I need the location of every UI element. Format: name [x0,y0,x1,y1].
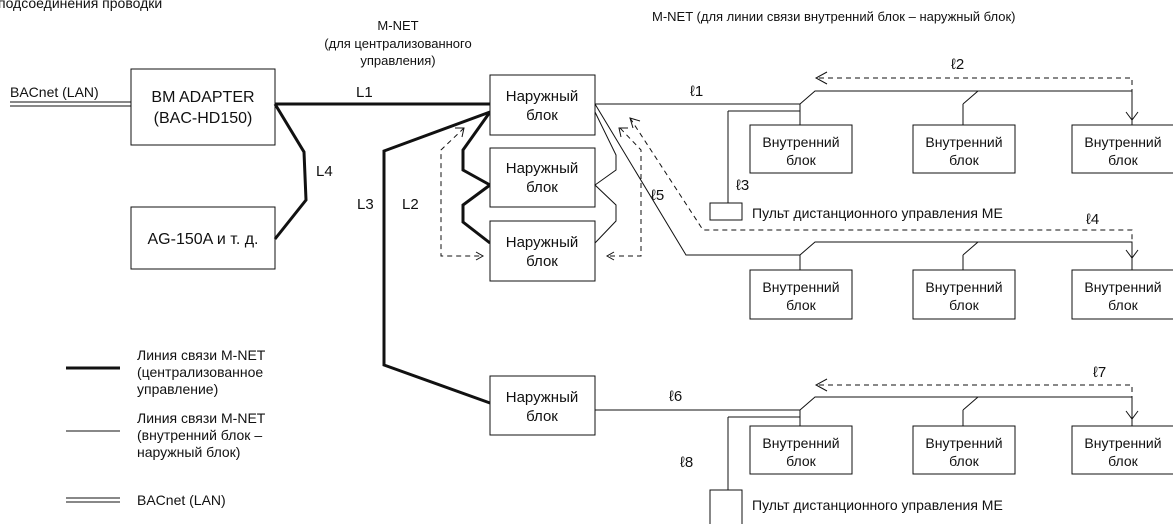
bacnet-lan-line [10,101,131,107]
indoor-unit-lower-3-line2: блок [1108,453,1139,469]
indoor-unit-middle-2-line1: Внутренний [925,279,1002,295]
remote-controller-upper-label: Пульт дистанционного управления ME [752,205,1003,221]
legend-indoor-outdoor-line3: наружный блок) [137,444,240,460]
legend-central-line2: (централизованное [137,364,263,380]
l2-dashed-arrows [440,127,485,261]
remote-controller-lower-label: Пульт дистанционного управления ME [752,497,1003,513]
ag150a-box: AG-150A и т. д. [130,206,276,270]
indoor-unit-middle-2-line2: блок [949,297,980,313]
outdoor-unit-3-label-line2: блок [526,253,558,270]
legend-indoor-outdoor-line2: (внутренний блок – [137,427,262,443]
mnet-central-title-line1: M-NET [377,18,418,33]
indoor-unit-lower-1: Внутренний блок [749,425,853,475]
indoor-unit-upper-1: Внутренний блок [749,124,853,174]
line-label-l7: ℓ7 [1093,364,1106,381]
outdoor-unit-1-label-line2: блок [526,107,558,124]
line-label-l1: ℓ1 [690,83,703,100]
l7-dashed-arrow [814,378,1139,420]
legend-central-line1: Линия связи M-NET [137,347,266,363]
legend-bacnet-label: BACnet (LAN) [137,492,226,508]
legend: Линия связи M-NET (централизованное упра… [66,347,266,508]
mnet-central-title-line2: (для централизованного [324,36,471,51]
indoor-unit-lower-1-line2: блок [786,453,817,469]
indoor-unit-middle-2: Внутренний блок [912,269,1016,320]
indoor-unit-upper-1-line2: блок [786,152,817,168]
line-label-l3: ℓ3 [736,177,749,194]
bm-adapter-label-line2: (BAC-HD150) [154,110,253,127]
indoor-unit-middle-3-line1: Внутренний [1084,279,1161,295]
outdoor-unit-2: Наружный блок [489,147,596,208]
bacnet-lan-label: BACnet (LAN) [10,84,99,100]
bm-adapter-label-line1: BM ADAPTER [151,89,254,106]
outdoor-unit-1-label-line1: Наружный [506,88,579,105]
line-label-l2: ℓ2 [951,56,964,73]
line-label-L1: L1 [356,84,373,101]
line-label-L4: L4 [316,163,333,180]
outdoor-unit-3: Наружный блок [489,220,596,282]
ag150a-label: AG-150A и т. д. [148,231,259,248]
indoor-unit-upper-3-line2: блок [1108,152,1139,168]
indoor-unit-upper-1-line1: Внутренний [762,134,839,150]
indoor-unit-upper-2: Внутренний блок [912,124,1016,174]
indoor-unit-lower-2: Внутренний блок [912,425,1016,475]
mnet-outdoor-title: M-NET (для линии связи внутренний блок –… [652,9,1016,24]
bm-adapter-box: BM ADAPTER (BAC-HD150) [130,68,276,146]
line-label-l5: ℓ5 [651,187,664,204]
indoor-unit-middle-1: Внутренний блок [749,269,853,320]
l1-line [595,90,1133,203]
indoor-unit-lower-1-line1: Внутренний [762,435,839,451]
indoor-unit-upper-3-line1: Внутренний [1084,134,1161,150]
l4-dashed-arrow [629,117,1139,259]
indoor-unit-lower-2-line2: блок [949,453,980,469]
outdoor-unit-2-label-line2: блок [526,179,558,196]
mnet-central-title-line3: управления) [360,53,435,68]
l6-line [595,396,1133,490]
line-label-L3: L3 [357,196,374,213]
indoor-unit-middle-3: Внутренний блок [1071,269,1173,320]
indoor-unit-middle-3-line2: блок [1108,297,1139,313]
l2-dashed-arrow [814,71,1139,121]
line-label-l8: ℓ8 [680,454,693,471]
line-label-l4: ℓ4 [1086,211,1099,228]
central-mnet-lines [273,102,493,405]
l5-dashed-arrows [605,127,642,261]
line-label-L2: L2 [402,196,419,213]
outdoor-unit-1: Наружный блок [489,74,596,136]
legend-indoor-outdoor-line1: Линия связи M-NET [137,410,266,426]
indoor-unit-upper-3: Внутренний блок [1071,124,1173,174]
outdoor-unit-4-label-line1: Наружный [506,389,579,406]
indoor-unit-lower-3-line1: Внутренний [1084,435,1161,451]
indoor-unit-upper-2-line2: блок [949,152,980,168]
indoor-unit-lower-3: Внутренний блок [1071,425,1173,475]
mnet-central-title: M-NET (для централизованного управления) [324,18,471,68]
indoor-unit-middle-1-line2: блок [786,297,817,313]
outdoor-unit-3-label-line1: Наружный [506,234,579,251]
remote-controller-upper: Пульт дистанционного управления ME [709,202,1003,221]
diagram-title: подсоединения проводки [0,0,162,11]
indoor-unit-middle-1-line1: Внутренний [762,279,839,295]
line-label-l6: ℓ6 [669,388,682,405]
indoor-unit-upper-2-line1: Внутренний [925,134,1002,150]
outdoor-unit-4-label-line2: блок [526,408,558,425]
remote-controller-lower: Пульт дистанционного управления ME [709,489,1003,524]
outdoor-interlink-lines [594,111,617,244]
indoor-unit-lower-2-line1: Внутренний [925,435,1002,451]
outdoor-unit-4: Наружный блок [489,375,596,436]
legend-central-line3: управление) [137,381,218,397]
outdoor-unit-2-label-line1: Наружный [506,160,579,177]
